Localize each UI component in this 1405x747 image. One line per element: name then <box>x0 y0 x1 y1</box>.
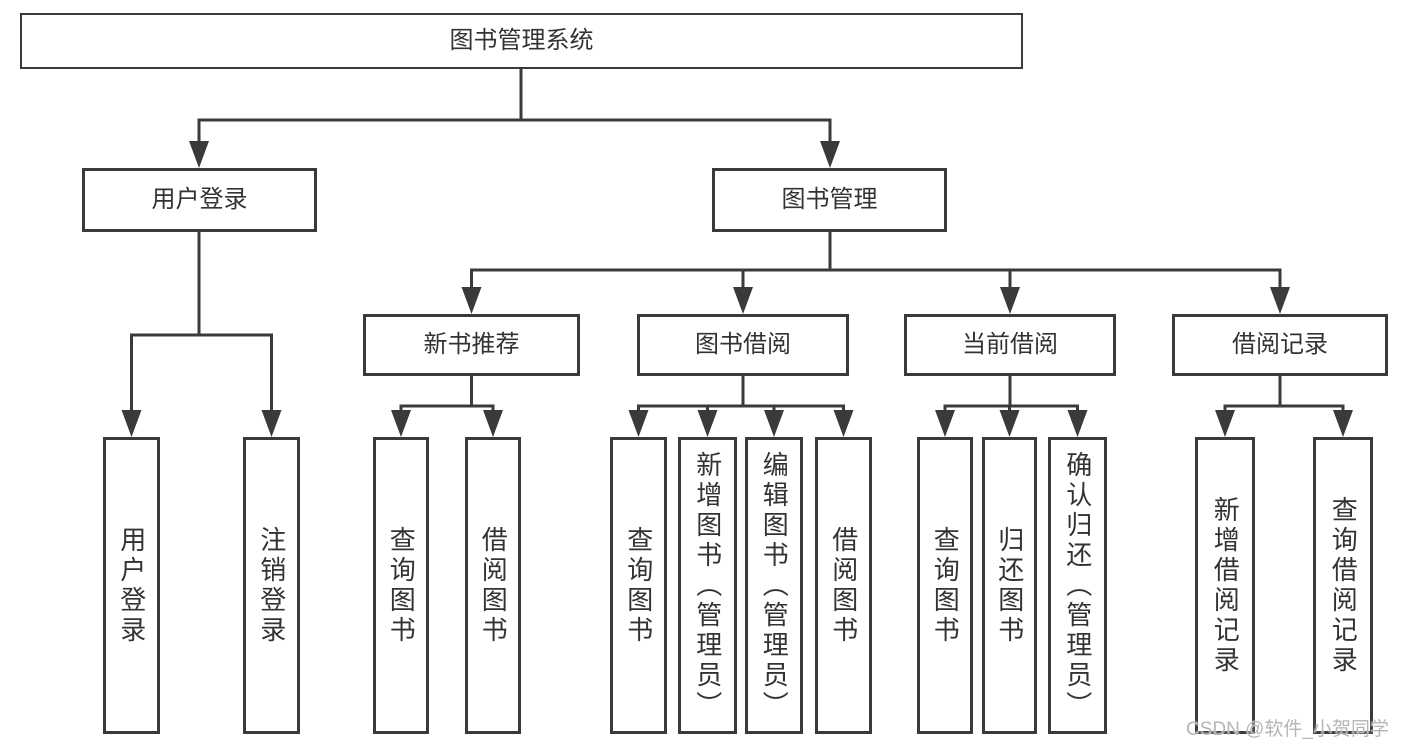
node-borrow-records: 借阅记录 <box>1172 314 1388 376</box>
node-borrow-query-books: 查询图书 <box>610 437 667 734</box>
connector-path <box>470 230 1282 297</box>
node-records-query-record: 查询借阅记录 <box>1313 437 1373 734</box>
arrowhead-icon <box>1215 410 1235 437</box>
node-current-return-books: 归还图书 <box>982 437 1037 734</box>
arrowhead-icon <box>1333 410 1353 437</box>
connector-path <box>130 230 273 420</box>
node-current-query-books: 查询图书 <box>917 437 973 734</box>
arrowhead-icon <box>820 141 840 168</box>
arrowhead-icon <box>764 410 784 437</box>
arrowhead-icon <box>733 287 753 314</box>
node-current-confirm-return-admin: 确认归还（管理员） <box>1048 437 1107 734</box>
node-login: 用户登录 <box>103 437 160 734</box>
connector-path <box>1223 374 1345 420</box>
csdn-watermark: CSDN @软件_小贺同学 <box>1186 719 1389 740</box>
arrowhead-icon <box>189 141 209 168</box>
connector-path <box>943 374 1079 420</box>
connector-path <box>197 67 832 151</box>
node-newrec-borrow-books: 借阅图书 <box>465 437 521 734</box>
arrowhead-icon <box>121 410 142 437</box>
node-borrow-borrow-books: 借阅图书 <box>815 437 872 734</box>
arrowhead-icon <box>261 410 282 437</box>
arrowhead-icon <box>833 410 854 437</box>
arrowhead-icon <box>697 410 718 437</box>
arrowhead-icon <box>483 410 503 437</box>
arrowhead-icon <box>461 287 482 314</box>
arrowhead-icon <box>628 410 649 437</box>
node-logout: 注销登录 <box>243 437 300 734</box>
node-borrow-add-books-admin: 新增图书（管理员） <box>678 437 737 734</box>
node-borrow-edit-books-admin: 编辑图书（管理员） <box>745 437 803 734</box>
arrowhead-icon <box>999 410 1020 437</box>
node-new-book-recommend: 新书推荐 <box>363 314 580 376</box>
connector-path <box>399 374 495 420</box>
connector-path <box>637 374 845 420</box>
arrowhead-icon <box>1067 410 1088 437</box>
arrowhead-icon <box>935 410 955 437</box>
node-root: 图书管理系统 <box>20 13 1023 69</box>
node-current-borrow: 当前借阅 <box>904 314 1116 376</box>
node-newrec-query-books: 查询图书 <box>373 437 429 734</box>
node-book-borrow: 图书借阅 <box>637 314 849 376</box>
node-book-management: 图书管理 <box>712 168 947 232</box>
arrowhead-icon <box>391 410 411 437</box>
arrowhead-icon <box>1270 287 1290 314</box>
node-records-add-record: 新增借阅记录 <box>1195 437 1255 734</box>
arrowhead-icon <box>1000 287 1020 314</box>
node-user-login: 用户登录 <box>82 168 317 232</box>
